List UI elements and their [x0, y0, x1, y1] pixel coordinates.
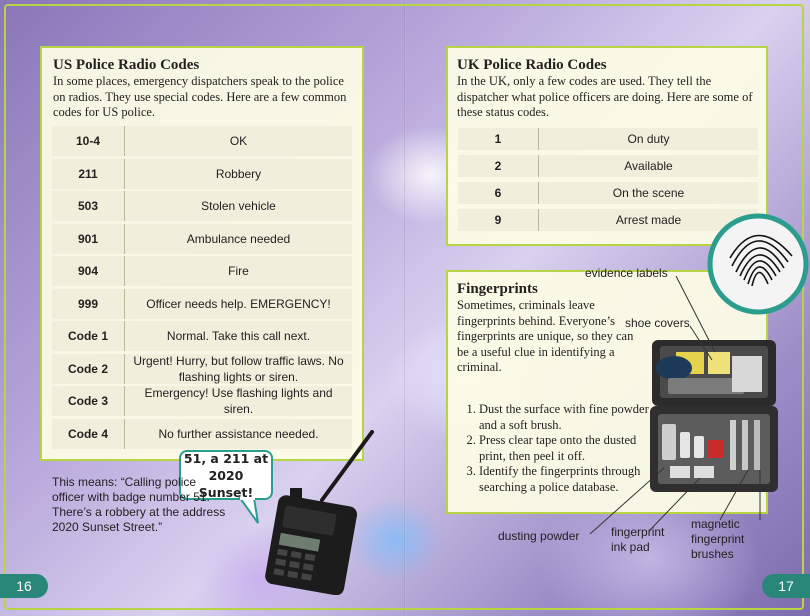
page-number-left: 16 — [0, 574, 48, 598]
uk-code: 1 — [494, 132, 502, 146]
fingerprint-magnifier-image — [707, 213, 809, 315]
us-code: Code 4 — [67, 426, 108, 441]
uk-code-meaning: Available — [538, 155, 758, 177]
us-panel-intro: In some places, emergency dispatchers sp… — [53, 74, 347, 119]
radio-speech-bubble: 51, a 211 at 2020 Sunset! — [179, 450, 273, 500]
uk-panel-title: UK Police Radio Codes — [457, 57, 607, 73]
us-code-meaning: OK — [124, 126, 352, 156]
fingerprints-title: Fingerprints — [457, 281, 538, 297]
uk-code: 9 — [494, 213, 502, 227]
us-code-row: Code 3 Emergency! Use flashing lights and… — [52, 386, 352, 416]
us-code-meaning: Fire — [124, 256, 352, 286]
step-item: Press clear tape onto the dusted print, … — [479, 433, 651, 464]
evidence-kit-image — [650, 340, 778, 492]
us-code-meaning: Ambulance needed — [124, 223, 352, 254]
us-code-row: Code 1 Normal. Take this call next. — [52, 321, 352, 351]
us-code: Code 3 — [67, 394, 108, 408]
us-code-meaning: Emergency! Use flashing lights and siren… — [124, 386, 352, 416]
page-number-left-text: 16 — [16, 578, 32, 594]
page-number-right-text: 17 — [778, 578, 794, 594]
us-code-row: 10-4 OK — [52, 126, 352, 156]
step-item: Dust the surface with fine powder and a … — [479, 402, 651, 433]
us-code-row: 901 Ambulance needed — [52, 223, 352, 254]
uk-code-meaning: On duty — [538, 128, 758, 150]
us-code-row: Code 2 Urgent! Hurry, but follow traffic … — [52, 353, 352, 384]
us-code-meaning: Officer needs help. EMERGENCY! — [124, 288, 352, 319]
us-code: 904 — [77, 264, 99, 278]
us-code-row: 211 Robbery — [52, 158, 352, 189]
us-panel-title: US Police Radio Codes — [53, 57, 200, 73]
us-code-row: Code 4 No further assistance needed. — [52, 418, 352, 449]
uk-code-row: 2 Available — [458, 155, 758, 177]
evidence-labels-caption: evidence labels — [585, 266, 668, 280]
uk-code-row: 6 On the scene — [458, 182, 758, 204]
us-code-row: 503 Stolen vehicle — [52, 191, 352, 221]
us-code: Code 1 — [67, 329, 108, 343]
us-code-row: 999 Officer needs help. EMERGENCY! — [52, 288, 352, 319]
speech-bubble-text: 51, a 211 at 2020 Sunset! — [183, 450, 269, 500]
us-code-meaning: Urgent! Hurry, but follow traffic laws. … — [124, 353, 352, 384]
radio-explanation: This means: “Calling police officer with… — [52, 475, 226, 534]
us-codes-panel: US Police Radio Codes In some places, em… — [40, 46, 364, 461]
uk-code-meaning: On the scene — [538, 182, 758, 204]
police-radio-image — [265, 430, 374, 595]
us-code: 211 — [78, 166, 98, 181]
us-code-meaning: Normal. Take this call next. — [124, 321, 352, 351]
us-code: Code 2 — [67, 361, 108, 376]
us-code: 901 — [77, 231, 99, 246]
page-frame — [4, 4, 804, 610]
fingerprints-intro: Sometimes, criminals leave fingerprints … — [457, 298, 634, 374]
speech-bubble-tail — [238, 497, 259, 524]
uk-code-row: 9 Arrest made — [458, 209, 758, 231]
step-item: Identify the fingerprints through search… — [479, 464, 651, 495]
uk-code: 6 — [494, 186, 502, 200]
brushes-caption: magnetic fingerprint brushes — [691, 517, 745, 561]
us-code: 999 — [77, 296, 99, 311]
us-code-meaning: Robbery — [124, 158, 352, 189]
us-code-meaning: No further assistance needed. — [124, 418, 352, 449]
us-code-row: 904 Fire — [52, 256, 352, 286]
uk-panel-intro: In the UK, only a few codes are used. Th… — [457, 74, 753, 119]
dusting-powder-caption: dusting powder — [498, 529, 580, 543]
fingerprints-steps: Dust the surface with fine powder and a … — [457, 402, 651, 495]
page-number-right: 17 — [762, 574, 810, 598]
shoe-covers-caption: shoe covers — [625, 316, 690, 330]
page-gutter — [404, 0, 406, 616]
us-code: 10-4 — [75, 134, 101, 148]
uk-code-meaning: Arrest made — [538, 209, 758, 231]
us-code-meaning: Stolen vehicle — [124, 191, 352, 221]
uk-codes-panel: UK Police Radio Codes In the UK, only a … — [446, 46, 768, 246]
us-code: 503 — [77, 199, 99, 213]
uk-code: 2 — [494, 159, 502, 173]
uk-code-row: 1 On duty — [458, 128, 758, 150]
